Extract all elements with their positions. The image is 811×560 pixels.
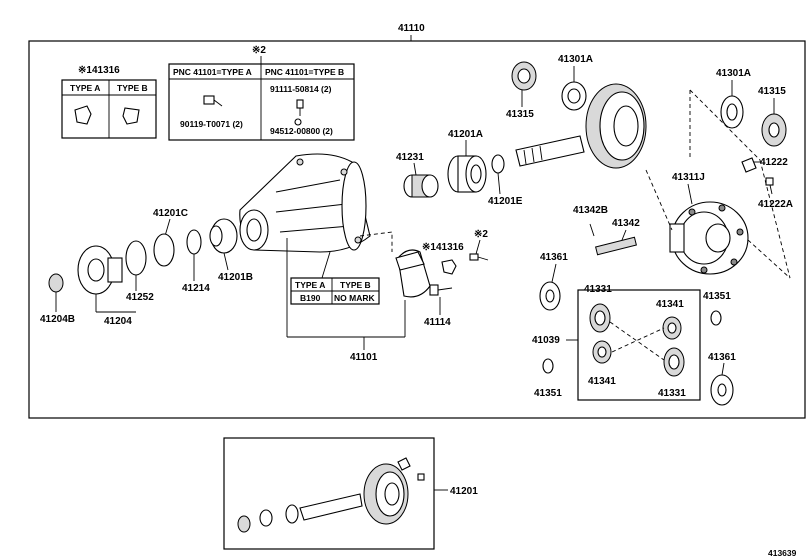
diff-case-41311j <box>669 201 749 275</box>
label-41252[interactable]: 41252 <box>126 292 154 303</box>
bolt-41222a <box>765 177 774 195</box>
label-41204b[interactable]: 41204B <box>40 314 75 325</box>
companion-flange-41204 <box>77 245 123 295</box>
housing-no-mark: NO MARK <box>334 293 375 303</box>
pinion-gear-41341-upper <box>662 316 682 340</box>
part-94512[interactable]: 94512-00800 (2) <box>270 126 333 136</box>
label-41351-left[interactable]: 41351 <box>534 388 562 399</box>
ring-gear <box>585 83 647 169</box>
washer-94512-icon <box>294 118 302 126</box>
spacer-41201e <box>491 154 505 174</box>
label-41351-right[interactable]: 41351 <box>703 291 731 302</box>
spacer-41214 <box>186 229 202 255</box>
label-41316-mid[interactable]: ※141316 <box>422 242 464 253</box>
bearing-41301a-right <box>720 95 744 129</box>
nut-41204b <box>48 273 64 293</box>
pnc-table <box>168 63 355 141</box>
label-star2-mid[interactable]: ※2 <box>474 229 488 240</box>
label-star2-top[interactable]: ※2 <box>252 45 266 56</box>
kit-bolt <box>417 473 425 481</box>
washer-41351-right <box>710 310 722 326</box>
bolt-90119-icon <box>203 95 223 107</box>
label-41114[interactable]: 41114 <box>424 317 451 328</box>
gear-kit-41039 <box>577 289 701 401</box>
pinion-shaft <box>515 135 585 167</box>
label-41231[interactable]: 41231 <box>396 152 424 163</box>
label-41201[interactable]: 41201 <box>450 486 478 497</box>
kit-pinion-shaft <box>285 493 363 524</box>
gear-kit-41201-frame <box>223 437 435 550</box>
type-b-header: TYPE B <box>117 83 148 93</box>
label-41331-upper[interactable]: 41331 <box>584 284 612 295</box>
pin-41342 <box>595 236 637 256</box>
label-41214[interactable]: 41214 <box>182 283 210 294</box>
label-41315-right[interactable]: 41315 <box>758 86 786 97</box>
kit-ring-gear <box>363 463 409 525</box>
bearing-cap <box>395 249 453 298</box>
label-41311j[interactable]: 41311J <box>672 172 705 183</box>
label-41201a[interactable]: 41201A <box>448 129 483 140</box>
clip-type-a-icon <box>74 105 92 125</box>
label-41201e[interactable]: 41201E <box>488 196 523 207</box>
bearing-41301a-left <box>561 81 587 111</box>
bearing-41201a <box>447 155 487 193</box>
housing-b190: B190 <box>300 293 321 303</box>
clip-type-b-icon <box>122 107 140 125</box>
pinion-gear-41341-lower <box>592 340 612 364</box>
kit-washer <box>259 509 273 527</box>
label-41316-top[interactable]: ※141316 <box>78 65 120 76</box>
bearing-41201c <box>153 233 175 267</box>
label-41039[interactable]: 41039 <box>532 335 560 346</box>
kit-nut <box>237 515 251 533</box>
lock-plate-41222 <box>741 157 757 173</box>
washer-41361-lower <box>710 374 734 406</box>
label-41101[interactable]: 41101 <box>350 352 378 363</box>
washer-41361-upper <box>539 281 561 311</box>
label-41301a-left[interactable]: 41301A <box>558 54 593 65</box>
bolt-91111-icon <box>296 99 304 116</box>
washer-41351-left <box>542 358 554 374</box>
oil-seal-41252 <box>125 240 147 276</box>
pnc-type-b-header: PNC 41101=TYPE B <box>265 67 344 77</box>
clip-41316-icon <box>441 259 457 275</box>
label-41361-lower[interactable]: 41361 <box>708 352 736 363</box>
nut-41315-right <box>761 113 787 147</box>
label-41341-lower[interactable]: 41341 <box>588 376 616 387</box>
label-41361-upper[interactable]: 41361 <box>540 252 568 263</box>
diagram-id: 413639 <box>768 548 797 558</box>
label-41315-left[interactable]: 41315 <box>506 109 534 120</box>
side-gear-41331-lower <box>663 347 685 377</box>
kit-lock-plate <box>397 457 411 471</box>
label-41110[interactable]: 41110 <box>398 23 425 34</box>
label-41342[interactable]: 41342 <box>612 218 640 229</box>
part-91111[interactable]: 91111-50814 (2) <box>270 84 332 94</box>
bolt-star2-icon <box>469 253 489 261</box>
label-41204[interactable]: 41204 <box>104 316 132 327</box>
label-41201c[interactable]: 41201C <box>153 208 188 219</box>
carrier-housing <box>239 153 371 253</box>
type-a-header: TYPE A <box>70 83 100 93</box>
pnc-type-a-header: PNC 41101=TYPE A <box>173 67 252 77</box>
side-gear-41331-upper <box>589 303 611 333</box>
label-41301a-right[interactable]: 41301A <box>716 68 751 79</box>
pin-41342b <box>589 223 595 237</box>
label-41201b[interactable]: 41201B <box>218 272 253 283</box>
label-41341-upper[interactable]: 41341 <box>656 299 684 310</box>
main-assembly-frame <box>28 40 806 419</box>
housing-type-b: TYPE B <box>340 280 371 290</box>
housing-type-a: TYPE A <box>295 280 325 290</box>
bearing-41231 <box>403 174 439 198</box>
label-41342b[interactable]: 41342B <box>573 205 608 216</box>
label-41331-lower[interactable]: 41331 <box>658 388 686 399</box>
label-41222a[interactable]: 41222A <box>758 199 793 210</box>
label-41222[interactable]: 41222 <box>760 157 788 168</box>
part-90119[interactable]: 90119-T0071 (2) <box>180 119 243 129</box>
